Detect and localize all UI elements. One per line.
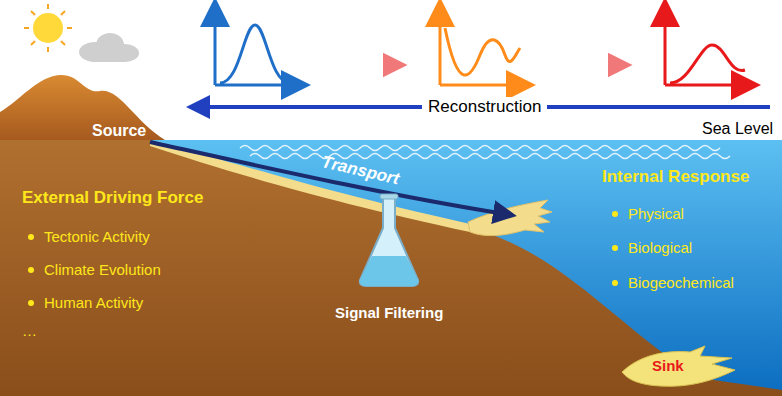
driver-item: Tectonic Activity — [44, 228, 150, 245]
source-label: Source — [92, 122, 146, 140]
ellipsis-note: … — [22, 322, 37, 339]
sea-level-label: Sea Level — [702, 120, 773, 138]
bullet-dot — [28, 300, 34, 306]
driver-item: Climate Evolution — [44, 261, 161, 278]
bullet-dot — [612, 280, 618, 286]
response-item: Biological — [628, 239, 692, 256]
sink-label: Sink — [652, 357, 684, 374]
group-heading: Internal Response — [602, 167, 749, 187]
response-item: Physical — [628, 205, 684, 222]
group-heading: External Driving Force — [22, 188, 203, 208]
bullet-dot — [28, 234, 34, 240]
bullet-dot — [28, 267, 34, 273]
driver-item: Human Activity — [44, 294, 143, 311]
bullet-dot — [612, 245, 618, 251]
bullet-dot — [612, 211, 618, 217]
arrow-label: Reconstruction — [422, 97, 547, 117]
response-item: Biogeochemical — [628, 274, 734, 291]
filter-label: Signal Filtering — [335, 304, 443, 321]
